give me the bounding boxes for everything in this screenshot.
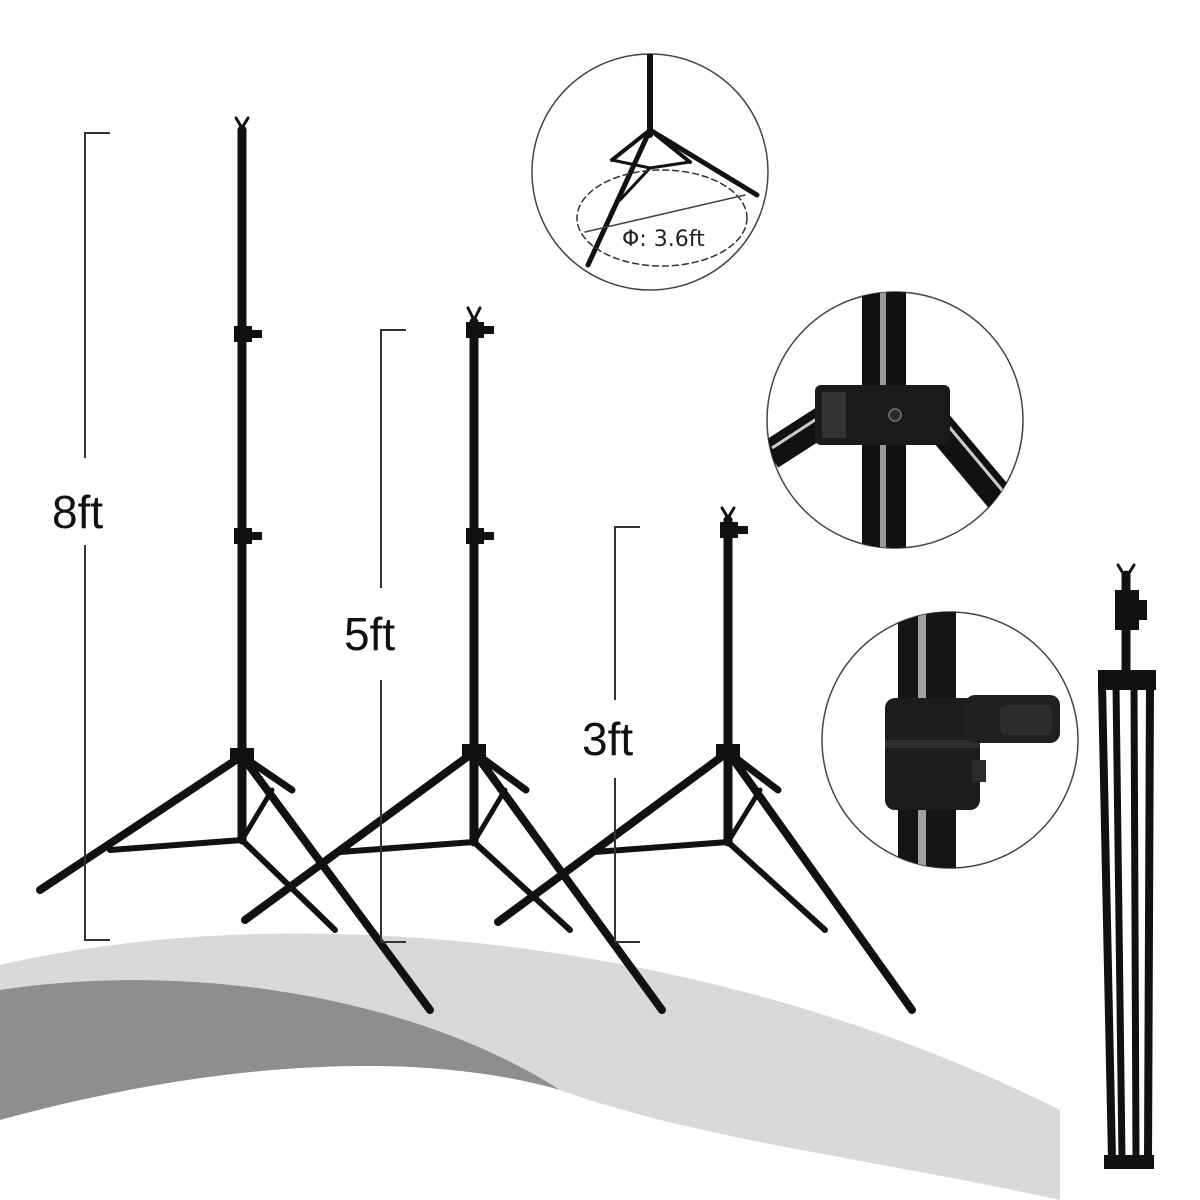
detail-circle-lock-knob [821, 611, 1079, 869]
background-swoosh [0, 933, 1060, 1200]
mid-stand [241, 306, 666, 1014]
mid-height-bracket [380, 329, 406, 943]
detail-circle-base-span: Φ: 3.6ft [531, 53, 769, 291]
tall-height-bracket [84, 132, 110, 941]
height-label-3ft: 3ft [582, 713, 633, 765]
height-label-8ft: 8ft [52, 486, 103, 538]
height-label-5ft: 5ft [344, 608, 395, 660]
detail-circle-leg-bracket [766, 291, 1024, 549]
short-height-bracket [614, 526, 640, 943]
short-stand [494, 506, 916, 1014]
folded-stand [1098, 563, 1156, 1169]
tall-stand [36, 116, 434, 1014]
diameter-label: Φ: 3.6ft [622, 227, 705, 252]
